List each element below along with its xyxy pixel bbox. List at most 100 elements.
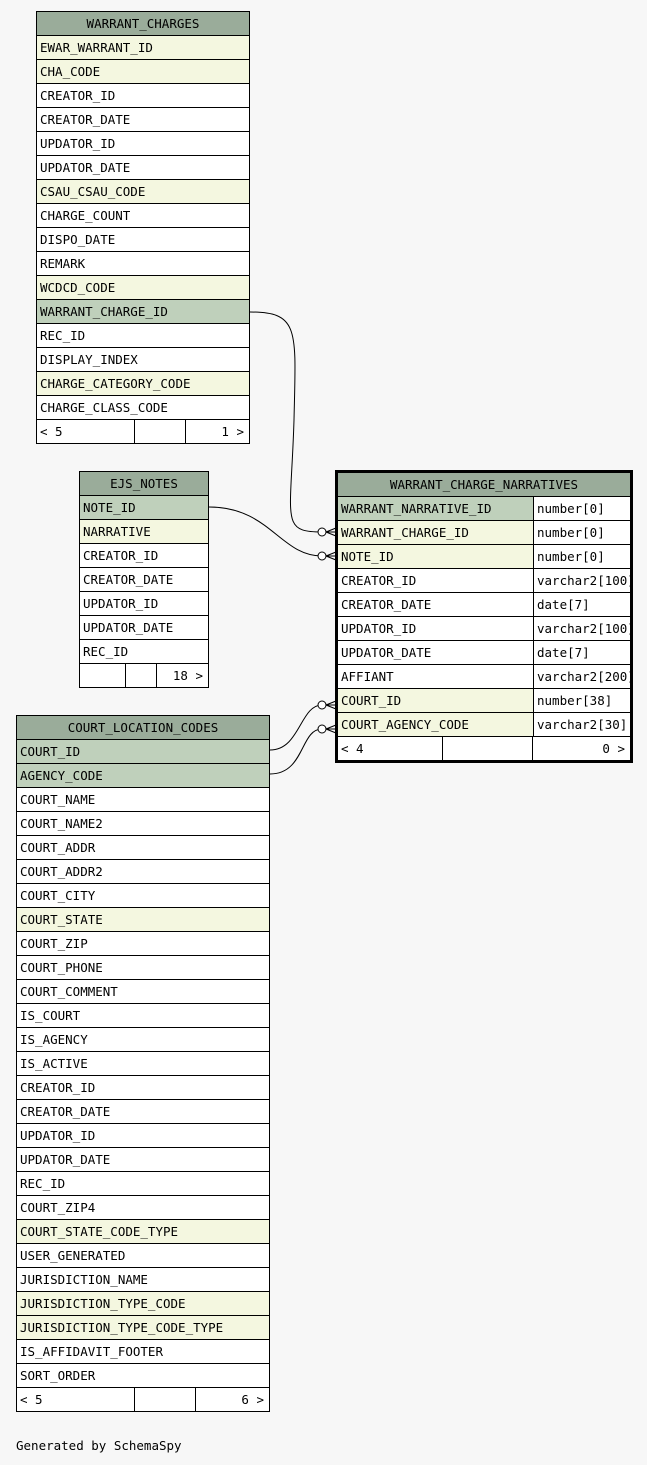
- column-row[interactable]: JURISDICTION_NAME: [17, 1268, 269, 1292]
- column-name: DISPLAY_INDEX: [40, 352, 138, 367]
- column-row[interactable]: CREATOR_DATE: [37, 108, 249, 132]
- child-count[interactable]: 18 >: [172, 668, 203, 683]
- footer-spacer[interactable]: [134, 420, 186, 443]
- parent-count[interactable]: < 5: [40, 424, 63, 439]
- column-row[interactable]: DISPO_DATE: [37, 228, 249, 252]
- column-row[interactable]: IS_ACTIVE: [17, 1052, 269, 1076]
- column-row[interactable]: REC_ID: [17, 1172, 269, 1196]
- table-footer: < 5 1 >: [37, 420, 249, 443]
- column-row[interactable]: AGENCY_CODE: [17, 764, 269, 788]
- column-row[interactable]: UPDATOR_DATE: [80, 616, 208, 640]
- column-row[interactable]: COURT_ADDR2: [17, 860, 269, 884]
- column-row[interactable]: IS_AFFIDAVIT_FOOTER: [17, 1340, 269, 1364]
- column-row[interactable]: UPDATOR_DATE: [17, 1148, 269, 1172]
- table-title[interactable]: WARRANT_CHARGES: [37, 12, 249, 36]
- column-row[interactable]: COURT_ZIP4: [17, 1196, 269, 1220]
- child-count[interactable]: 1 >: [221, 424, 244, 439]
- table-title[interactable]: WARRANT_CHARGE_NARRATIVES: [338, 473, 630, 497]
- column-row[interactable]: IS_AGENCY: [17, 1028, 269, 1052]
- crowfoot-note-id: [325, 551, 337, 561]
- column-name: WCDCD_CODE: [40, 280, 116, 295]
- column-row[interactable]: CSAU_CSAU_CODE: [37, 180, 249, 204]
- column-row[interactable]: REC_ID: [80, 640, 208, 664]
- column-row[interactable]: COURT_ADDR: [17, 836, 269, 860]
- column-name: CREATOR_ID: [20, 1080, 96, 1095]
- relationship-court-id: [269, 704, 323, 751]
- column-row[interactable]: WCDCD_CODE: [37, 276, 249, 300]
- column-row[interactable]: NOTE_ID: [80, 496, 208, 520]
- column-row[interactable]: EWAR_WARRANT_ID: [37, 36, 249, 60]
- column-row[interactable]: CREATOR_ID: [80, 544, 208, 568]
- child-count[interactable]: 0 >: [602, 741, 625, 756]
- column-row[interactable]: DISPLAY_INDEX: [37, 348, 249, 372]
- column-row[interactable]: CHARGE_CLASS_CODE: [37, 396, 249, 420]
- column-row[interactable]: COURT_NAME: [17, 788, 269, 812]
- column-row[interactable]: UPDATOR_DATE: [37, 156, 249, 180]
- column-name: REC_ID: [83, 644, 129, 659]
- column-row[interactable]: CREATOR_DATE: [80, 568, 208, 592]
- column-row[interactable]: COURT_NAME2: [17, 812, 269, 836]
- column-row[interactable]: CHARGE_CATEGORY_CODE: [37, 372, 249, 396]
- column-name: CREATOR_ID: [341, 573, 417, 588]
- parent-count[interactable]: < 4: [341, 741, 364, 756]
- column-name: NARRATIVE: [83, 524, 151, 539]
- column-row[interactable]: UPDATOR_ID: [37, 132, 249, 156]
- column-row[interactable]: CREATOR_ID: [37, 84, 249, 108]
- column-row[interactable]: IS_COURT: [17, 1004, 269, 1028]
- column-row[interactable]: COURT_CITY: [17, 884, 269, 908]
- table-title[interactable]: COURT_LOCATION_CODES: [17, 716, 269, 740]
- column-row[interactable]: COURT_STATE_CODE_TYPE: [17, 1220, 269, 1244]
- table-title[interactable]: EJS_NOTES: [80, 472, 208, 496]
- column-row[interactable]: JURISDICTION_TYPE_CODE: [17, 1292, 269, 1316]
- footer-spacer[interactable]: [134, 1388, 196, 1411]
- column-name: USER_GENERATED: [20, 1248, 126, 1263]
- footer-spacer[interactable]: [442, 737, 533, 760]
- column-name: COURT_PHONE: [20, 960, 103, 975]
- column-row[interactable]: COURT_ID: [17, 740, 269, 764]
- column-row[interactable]: UPDATOR_ID: [80, 592, 208, 616]
- column-name: IS_AFFIDAVIT_FOOTER: [20, 1344, 163, 1359]
- column-row[interactable]: REC_ID: [37, 324, 249, 348]
- column-name: IS_COURT: [20, 1008, 81, 1023]
- column-row[interactable]: COURT_PHONE: [17, 956, 269, 980]
- footer-spacer[interactable]: [125, 664, 157, 687]
- column-name: COURT_AGENCY_CODE: [341, 717, 469, 732]
- parent-count[interactable]: < 5: [20, 1392, 43, 1407]
- column-row[interactable]: USER_GENERATED: [17, 1244, 269, 1268]
- column-type: number[0]: [533, 521, 630, 544]
- column-row[interactable]: JURISDICTION_TYPE_CODE_TYPE: [17, 1316, 269, 1340]
- relationship-warrant-charge-id: [249, 311, 323, 533]
- column-row[interactable]: CHA_CODE: [37, 60, 249, 84]
- column-row[interactable]: COURT_COMMENT: [17, 980, 269, 1004]
- column-row[interactable]: COURT_ZIP: [17, 932, 269, 956]
- column-row[interactable]: CREATOR_ID varchar2[100]: [338, 569, 630, 593]
- column-row[interactable]: CHARGE_COUNT: [37, 204, 249, 228]
- column-row[interactable]: REMARK: [37, 252, 249, 276]
- column-row[interactable]: UPDATOR_ID: [17, 1124, 269, 1148]
- column-row[interactable]: SORT_ORDER: [17, 1364, 269, 1388]
- column-name: CREATOR_DATE: [83, 572, 174, 587]
- column-row[interactable]: NARRATIVE: [80, 520, 208, 544]
- child-count[interactable]: 6 >: [241, 1392, 264, 1407]
- parent-count[interactable]: [80, 664, 125, 687]
- column-type: varchar2[100]: [533, 569, 630, 592]
- column-name: JURISDICTION_TYPE_CODE_TYPE: [20, 1320, 224, 1335]
- column-name: AFFIANT: [341, 669, 394, 684]
- column-row[interactable]: CREATOR_ID: [17, 1076, 269, 1100]
- column-row[interactable]: COURT_STATE: [17, 908, 269, 932]
- column-row[interactable]: CREATOR_DATE: [17, 1100, 269, 1124]
- column-row[interactable]: WARRANT_CHARGE_ID: [37, 300, 249, 324]
